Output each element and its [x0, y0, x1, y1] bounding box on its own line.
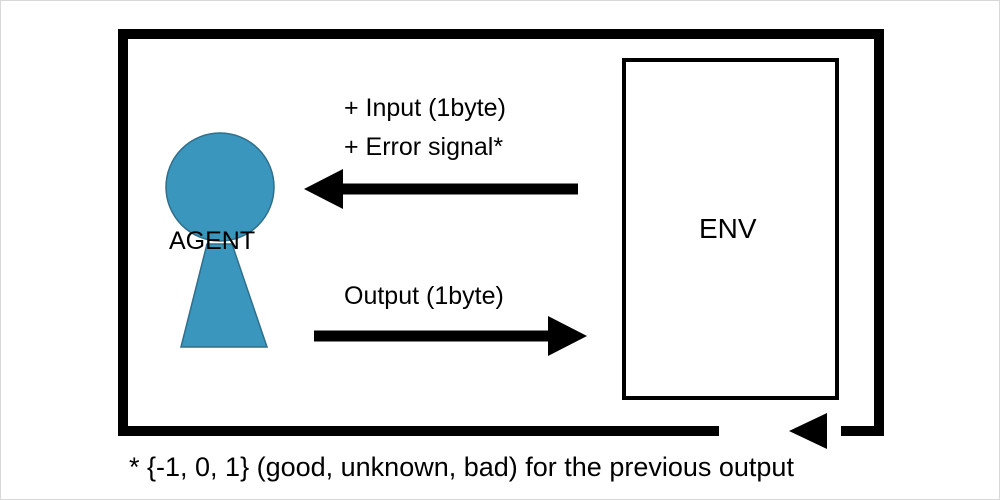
footnote: * {-1, 0, 1} (good, unknown, bad) for th… [129, 452, 794, 482]
error-signal-label: + Error signal* [344, 133, 504, 161]
outer-loop-line [118, 29, 884, 436]
loop-arrowhead [789, 413, 827, 449]
agent-head [165, 132, 275, 242]
output-arrowhead [548, 316, 587, 356]
output-label: Output (1byte) [344, 282, 504, 310]
env-label: ENV [699, 213, 757, 244]
input-arrowhead [304, 169, 343, 209]
env-box [622, 58, 839, 400]
agent-label: AGENT [169, 227, 256, 255]
input-label: + Input (1byte) [344, 94, 506, 122]
agent-body [180, 243, 269, 348]
